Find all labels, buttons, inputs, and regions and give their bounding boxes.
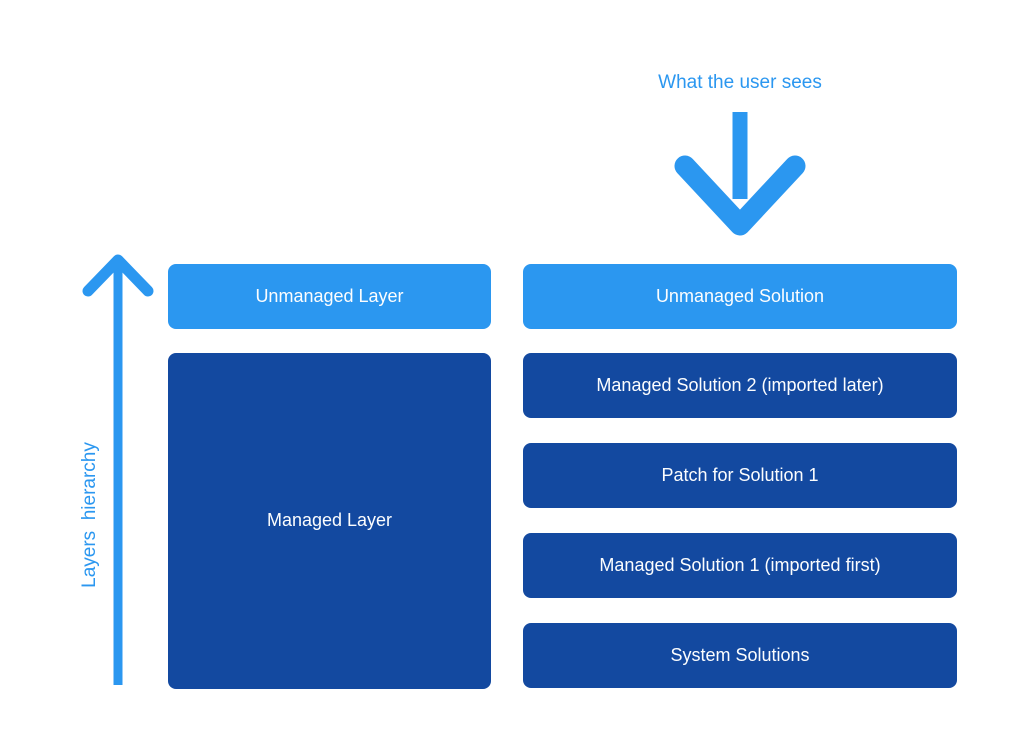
- unmanaged-layer-box: Unmanaged Layer: [168, 264, 491, 329]
- managed-solution-1-box: Managed Solution 1 (imported first): [523, 533, 957, 598]
- layers-hierarchy-axis-label: Layers hierarchy: [79, 442, 100, 588]
- user-view-label: What the user sees: [658, 72, 822, 93]
- unmanaged-solution-label: Unmanaged Solution: [655, 285, 825, 306]
- system-solutions-box: System Solutions: [523, 623, 957, 688]
- managed-solution-2-box: Managed Solution 2 (imported later): [523, 353, 957, 418]
- patch-for-solution-1-box: Patch for Solution 1: [523, 443, 957, 508]
- patch-for-solution-1-label: Patch for Solution 1: [661, 464, 819, 485]
- managed-layer-box: Managed Layer: [168, 353, 491, 689]
- managed-solution-1-label: Managed Solution 1 (imported first): [599, 554, 881, 575]
- system-solutions-label: System Solutions: [670, 644, 810, 665]
- managed-layer-label: Managed Layer: [266, 510, 393, 531]
- unmanaged-solution-box: Unmanaged Solution: [523, 264, 957, 329]
- arrow-down-icon: [674, 112, 806, 236]
- unmanaged-layer-label: Unmanaged Layer: [255, 285, 404, 306]
- arrow-up-icon: [82, 254, 154, 685]
- managed-solution-2-label: Managed Solution 2 (imported later): [596, 374, 884, 395]
